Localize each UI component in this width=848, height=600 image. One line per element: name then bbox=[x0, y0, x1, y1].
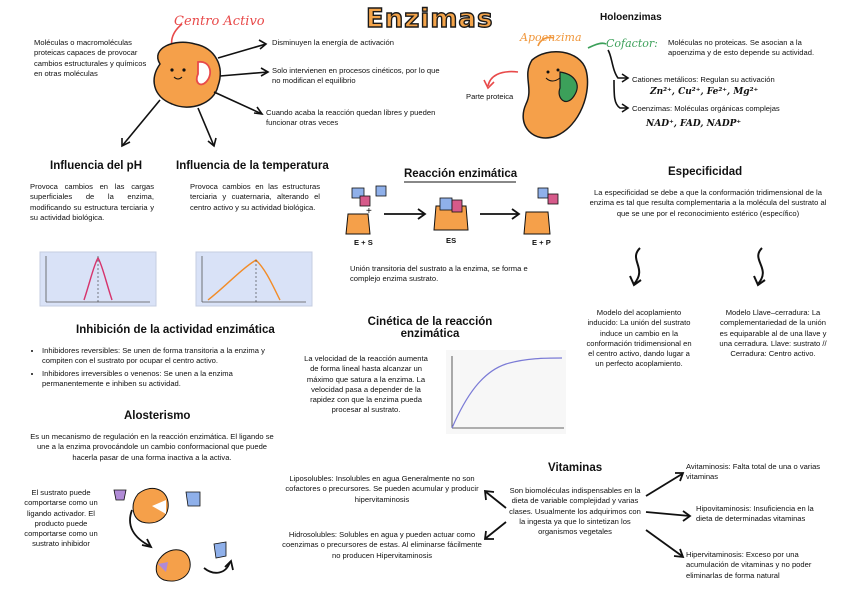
cationes-formula: Zn²⁺, Cu²⁺, Fe²⁺, Mg²⁺ bbox=[650, 87, 759, 97]
label-es: ES bbox=[446, 236, 457, 245]
cofactor-label: Cofactor: bbox=[606, 37, 658, 50]
allosteric-active-icon bbox=[155, 541, 227, 582]
holoenzyme-icon bbox=[522, 51, 589, 139]
ph-title: Influencia del pH bbox=[50, 160, 143, 172]
alosterismo-side-text: El sustrato puede comportarse como un li… bbox=[24, 488, 98, 549]
enzyme-product-icon bbox=[523, 187, 559, 235]
temperatura-text: Provoca cambios en las estructuras terci… bbox=[190, 182, 320, 212]
enzyme-icon bbox=[153, 41, 221, 108]
label-e-p: E + P bbox=[532, 238, 551, 247]
enzyme-definition: Moléculas o macromoléculas proteicas cap… bbox=[34, 38, 147, 78]
cinetica-text: La velocidad de la reacción aumenta de f… bbox=[304, 354, 428, 415]
enzyme-substrate-icon: + bbox=[345, 185, 387, 235]
inhibicion-list: Inhibidores reversibles: Se unen de form… bbox=[32, 346, 282, 391]
modelo-acoplamiento: Modelo del acoplamiento inducido: La uni… bbox=[586, 308, 692, 369]
alosterismo-title: Alosterismo bbox=[124, 410, 191, 422]
vitaminas-center-text: Son biomoléculas indispensables en la di… bbox=[509, 486, 641, 536]
avitaminosis-text: Avitaminosis: Falta total de una o varia… bbox=[686, 462, 821, 482]
temperatura-title: Influencia de la temperatura bbox=[176, 160, 329, 172]
ph-text: Provoca cambios en las cargas superficia… bbox=[30, 182, 154, 222]
especificidad-text: La especificidad se debe a que la confor… bbox=[589, 188, 827, 218]
ph-graph bbox=[39, 251, 157, 307]
hipervitaminosis-text: Hipervitaminosis: Exceso por una acumula… bbox=[686, 550, 812, 580]
page-title: Enzimas bbox=[365, 3, 494, 34]
inhibidores-reversibles: Inhibidores reversibles: Se unen de form… bbox=[42, 346, 282, 367]
hidrosolubles-text: Hidrosolubles: Solubles en agua y pueden… bbox=[282, 530, 482, 560]
label-e-s: E + S bbox=[354, 238, 373, 247]
vitaminas-title: Vitaminas bbox=[548, 462, 603, 474]
holoenzimas-title: Holoenzimas bbox=[600, 12, 662, 23]
centro-activo-label: Centro Activo bbox=[174, 14, 265, 29]
coenzimas-text: Coenzimas: Moléculas orgánicas complejas bbox=[632, 104, 780, 113]
cationes-text: Cationes metálicos: Regulan su activació… bbox=[632, 75, 775, 84]
es-complex-icon bbox=[433, 197, 469, 231]
reaccion-title: Reacción enzimática bbox=[404, 168, 518, 180]
point-kinetic: Solo intervienen en procesos cinéticos, … bbox=[272, 66, 440, 86]
kinetics-graph bbox=[446, 350, 566, 434]
liposolubles-text: Liposolubles: Insolubles en agua General… bbox=[285, 474, 479, 504]
coenzimas-formula: NAD⁺, FAD, NADP⁺ bbox=[646, 119, 742, 129]
alosterismo-text: Es un mecanismo de regulación en la reac… bbox=[30, 432, 274, 462]
hipovitaminosis-text: Hipovitaminosis: Insuficiencia en la die… bbox=[696, 504, 814, 524]
kinetics-curve bbox=[451, 357, 563, 429]
point-activation-energy: Disminuyen la energía de activación bbox=[272, 38, 394, 47]
svg-text:+: + bbox=[366, 206, 372, 217]
modelo-llave-cerradura: Modelo Llave–cerradura: La complementari… bbox=[719, 308, 827, 358]
allosteric-enzyme-icon bbox=[113, 487, 201, 524]
point-reusable: Cuando acaba la reacción quedan libres y… bbox=[266, 108, 436, 128]
inhibicion-title: Inhibición de la actividad enzimática bbox=[76, 324, 275, 336]
parte-proteica-label: Parte proteica bbox=[466, 92, 514, 101]
inhibidores-irreversibles: Inhibidores irreversibles o venenos: Se … bbox=[42, 369, 282, 390]
temperature-graph bbox=[195, 251, 313, 307]
especificidad-title: Especificidad bbox=[668, 166, 743, 178]
cofactor-text: Moléculas no proteicas. Se asocian a la … bbox=[668, 38, 815, 58]
reaccion-text: Unión transitoria del sustrato a la enzi… bbox=[350, 264, 528, 284]
cinetica-title: Cinética de la reacción enzimática bbox=[367, 316, 493, 340]
